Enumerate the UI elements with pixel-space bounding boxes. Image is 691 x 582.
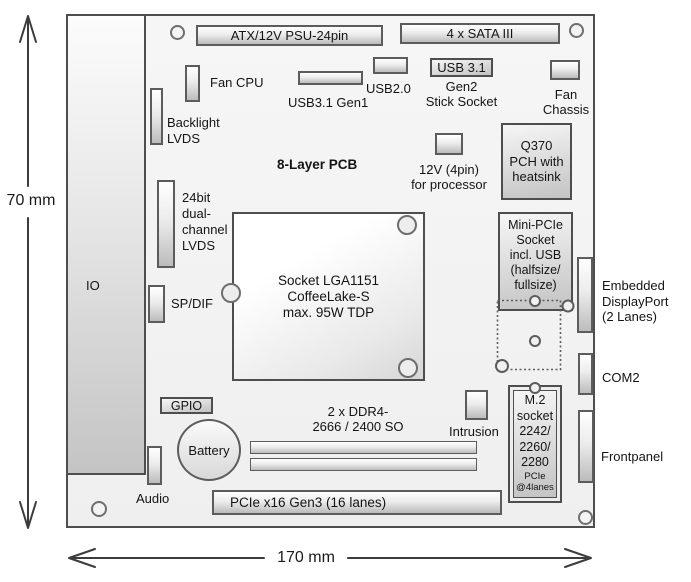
frontpanel-connector — [578, 410, 594, 483]
m2-socket-label: M.2 socket 2242/ 2260/ 2280 — [516, 393, 554, 469]
pcie-x16-slot: PCIe x16 Gen3 (16 lanes) — [212, 490, 502, 515]
intrusion-label: Intrusion — [449, 424, 499, 439]
mounting-hole-bottom-left — [91, 501, 107, 517]
cpu-12v-label: 12V (4pin) for processor — [411, 162, 487, 192]
fan-cpu-label: Fan CPU — [210, 75, 264, 90]
spdif-connector — [148, 285, 165, 323]
usb20-connector — [373, 57, 408, 74]
spdif-label: SP/DIF — [171, 296, 213, 311]
audio-connector — [147, 446, 162, 485]
usb20-label: USB2.0 — [366, 81, 411, 96]
ddr4-slot-2 — [250, 458, 477, 471]
cpu-socket-hole-left — [221, 283, 241, 303]
sata-label: 4 x SATA III — [446, 26, 514, 41]
m2-socket: M.2 socket 2242/ 2260/ 2280 PCIe @4lanes — [513, 390, 557, 498]
edp-label: Embedded DisplayPort (2 Lanes) — [602, 278, 669, 324]
usb31-gen2-caption: Gen2 Stick Socket — [425, 79, 498, 109]
ddr4-slot-1 — [250, 441, 477, 454]
lvds-24bit-connector — [157, 180, 175, 268]
fan-cpu-connector — [185, 65, 200, 102]
height-dimension-arrow — [19, 15, 37, 529]
io-panel: IO — [66, 14, 146, 475]
pcie-x16-label: PCIe x16 Gen3 (16 lanes) — [230, 495, 387, 510]
m2-lanes-label: PCIe @4lanes — [516, 470, 554, 493]
lvds-24bit-label: 24bit dual- channel LVDS — [182, 190, 228, 253]
audio-label: Audio — [136, 491, 170, 506]
mounting-hole-bottom-right — [578, 510, 593, 525]
mounting-hole-top-left — [170, 25, 185, 40]
pch-heatsink: Q370 PCH with heatsink — [501, 123, 572, 200]
cpu-12v-connector — [435, 133, 463, 155]
backlight-lvds-label: Backlight LVDS — [167, 115, 220, 146]
mini-pcie-socket: Mini-PCIe Socket incl. USB (halfsize/ fu… — [498, 212, 573, 311]
mounting-hole-top-right — [569, 23, 584, 38]
cpu-socket-hole-bottom — [398, 358, 418, 378]
frontpanel-label: Frontpanel — [601, 449, 664, 464]
mini-pcie-label: Mini-PCIe Socket incl. USB (halfsize/ fu… — [508, 218, 563, 292]
io-label: IO — [86, 278, 100, 293]
fan-chassis-connector — [550, 60, 580, 80]
backlight-lvds-connector — [150, 88, 163, 145]
usb31-gen2-box-label: USB 3.1 — [437, 60, 486, 75]
board-width-dimension: 170 mm — [268, 549, 344, 567]
atx-psu-connector: ATX/12V PSU-24pin — [196, 25, 383, 46]
com2-connector — [578, 353, 593, 395]
ddr4-label: 2 x DDR4- 2666 / 2400 SO — [312, 404, 404, 434]
gpio-label: GPIO — [170, 398, 203, 413]
pch-label: Q370 PCH with heatsink — [509, 138, 564, 185]
gpio-header: GPIO — [160, 397, 213, 414]
cpu-socket-hole-top — [397, 215, 417, 235]
battery-label: Battery — [188, 442, 230, 458]
battery: Battery — [177, 419, 241, 481]
atx-psu-label: ATX/12V PSU-24pin — [230, 28, 349, 43]
sata-connector: 4 x SATA III — [400, 23, 560, 44]
com2-label: COM2 — [602, 370, 640, 385]
cpu-socket: Socket LGA1151 CoffeeLake-S max. 95W TDP — [232, 212, 425, 381]
board-height-dimension: 70 mm — [0, 192, 62, 210]
usb31-gen1-label: USB3.1 Gen1 — [288, 95, 369, 110]
cpu-socket-label: Socket LGA1151 CoffeeLake-S max. 95W TDP — [277, 272, 380, 320]
fan-chassis-label: Fan Chassis — [542, 87, 590, 117]
usb31-gen1-connector — [298, 71, 363, 85]
pcb-layers-label: 8-Layer PCB — [277, 157, 358, 172]
intrusion-connector — [465, 390, 488, 420]
edp-connector — [577, 257, 593, 333]
usb31-gen2-stick-socket: USB 3.1 — [430, 58, 493, 77]
